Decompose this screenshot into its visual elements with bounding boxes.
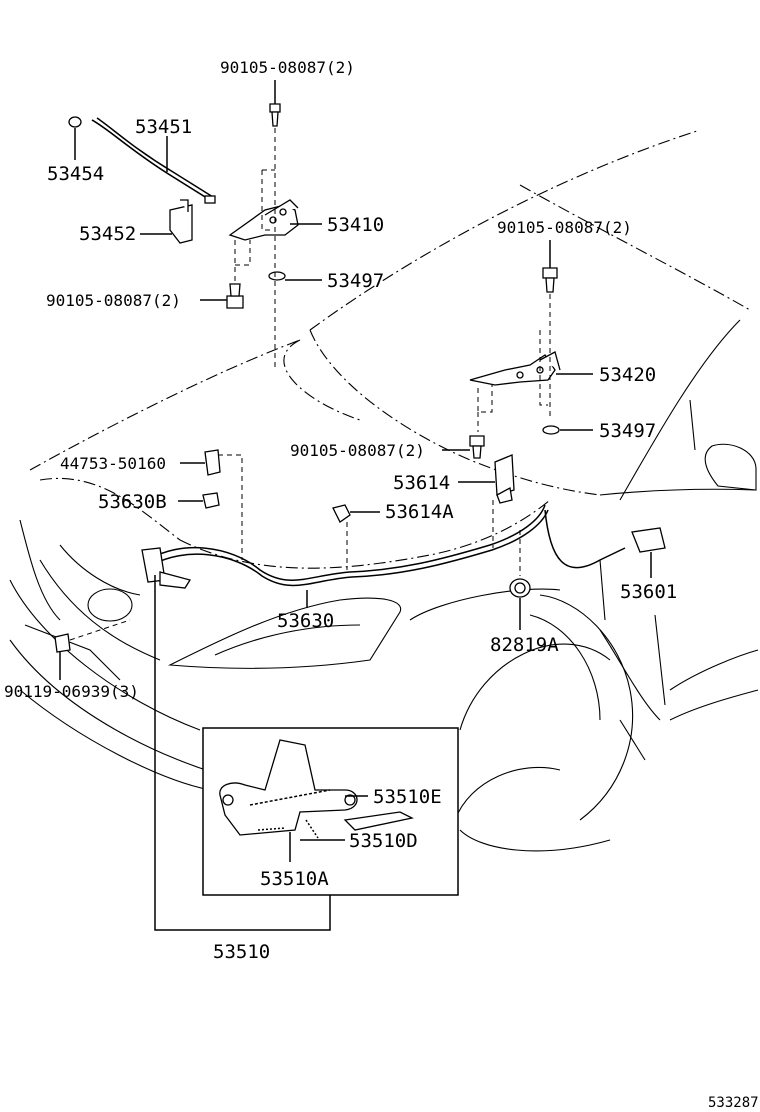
label-53510E: 53510E [373, 786, 442, 808]
latch-detail-box [202, 727, 459, 896]
label-53451: 53451 [135, 116, 192, 138]
label-44753: 44753-50160 [60, 454, 166, 473]
label-53497-left: 53497 [327, 270, 384, 292]
label-53510: 53510 [213, 941, 270, 963]
label-53420: 53420 [599, 364, 656, 386]
label-53454: 53454 [47, 163, 104, 185]
hood-support-rod [68, 116, 216, 244]
label-53630B: 53630B [98, 491, 167, 513]
label-90105-left: 90105-08087(2) [46, 291, 181, 310]
label-53630: 53630 [277, 610, 334, 632]
label-90105-right: 90105-08087(2) [497, 218, 632, 237]
part-labels: 90105-08087(2) 53451 53454 53452 53410 5… [4, 58, 759, 1111]
label-90119: 90119-06939(3) [4, 682, 139, 701]
hood-hinge-right [469, 267, 561, 459]
label-90105-top: 90105-08087(2) [220, 58, 355, 77]
label-53614A: 53614A [385, 501, 454, 523]
label-90105-mid: 90105-08087(2) [290, 441, 425, 460]
label-82819A: 82819A [490, 634, 559, 656]
label-53497-right: 53497 [599, 420, 656, 442]
hood-hinge-left [226, 103, 299, 370]
label-53510D: 53510D [349, 830, 418, 852]
label-53452: 53452 [79, 223, 136, 245]
label-53510A: 53510A [260, 868, 329, 890]
label-53410: 53410 [327, 214, 384, 236]
diagram-id: 533287 [708, 1095, 759, 1111]
car-body-outline [9, 129, 759, 852]
label-53614: 53614 [393, 472, 450, 494]
label-53601: 53601 [620, 581, 677, 603]
leader-lines [59, 80, 652, 931]
hood-latch-cable [54, 449, 666, 653]
